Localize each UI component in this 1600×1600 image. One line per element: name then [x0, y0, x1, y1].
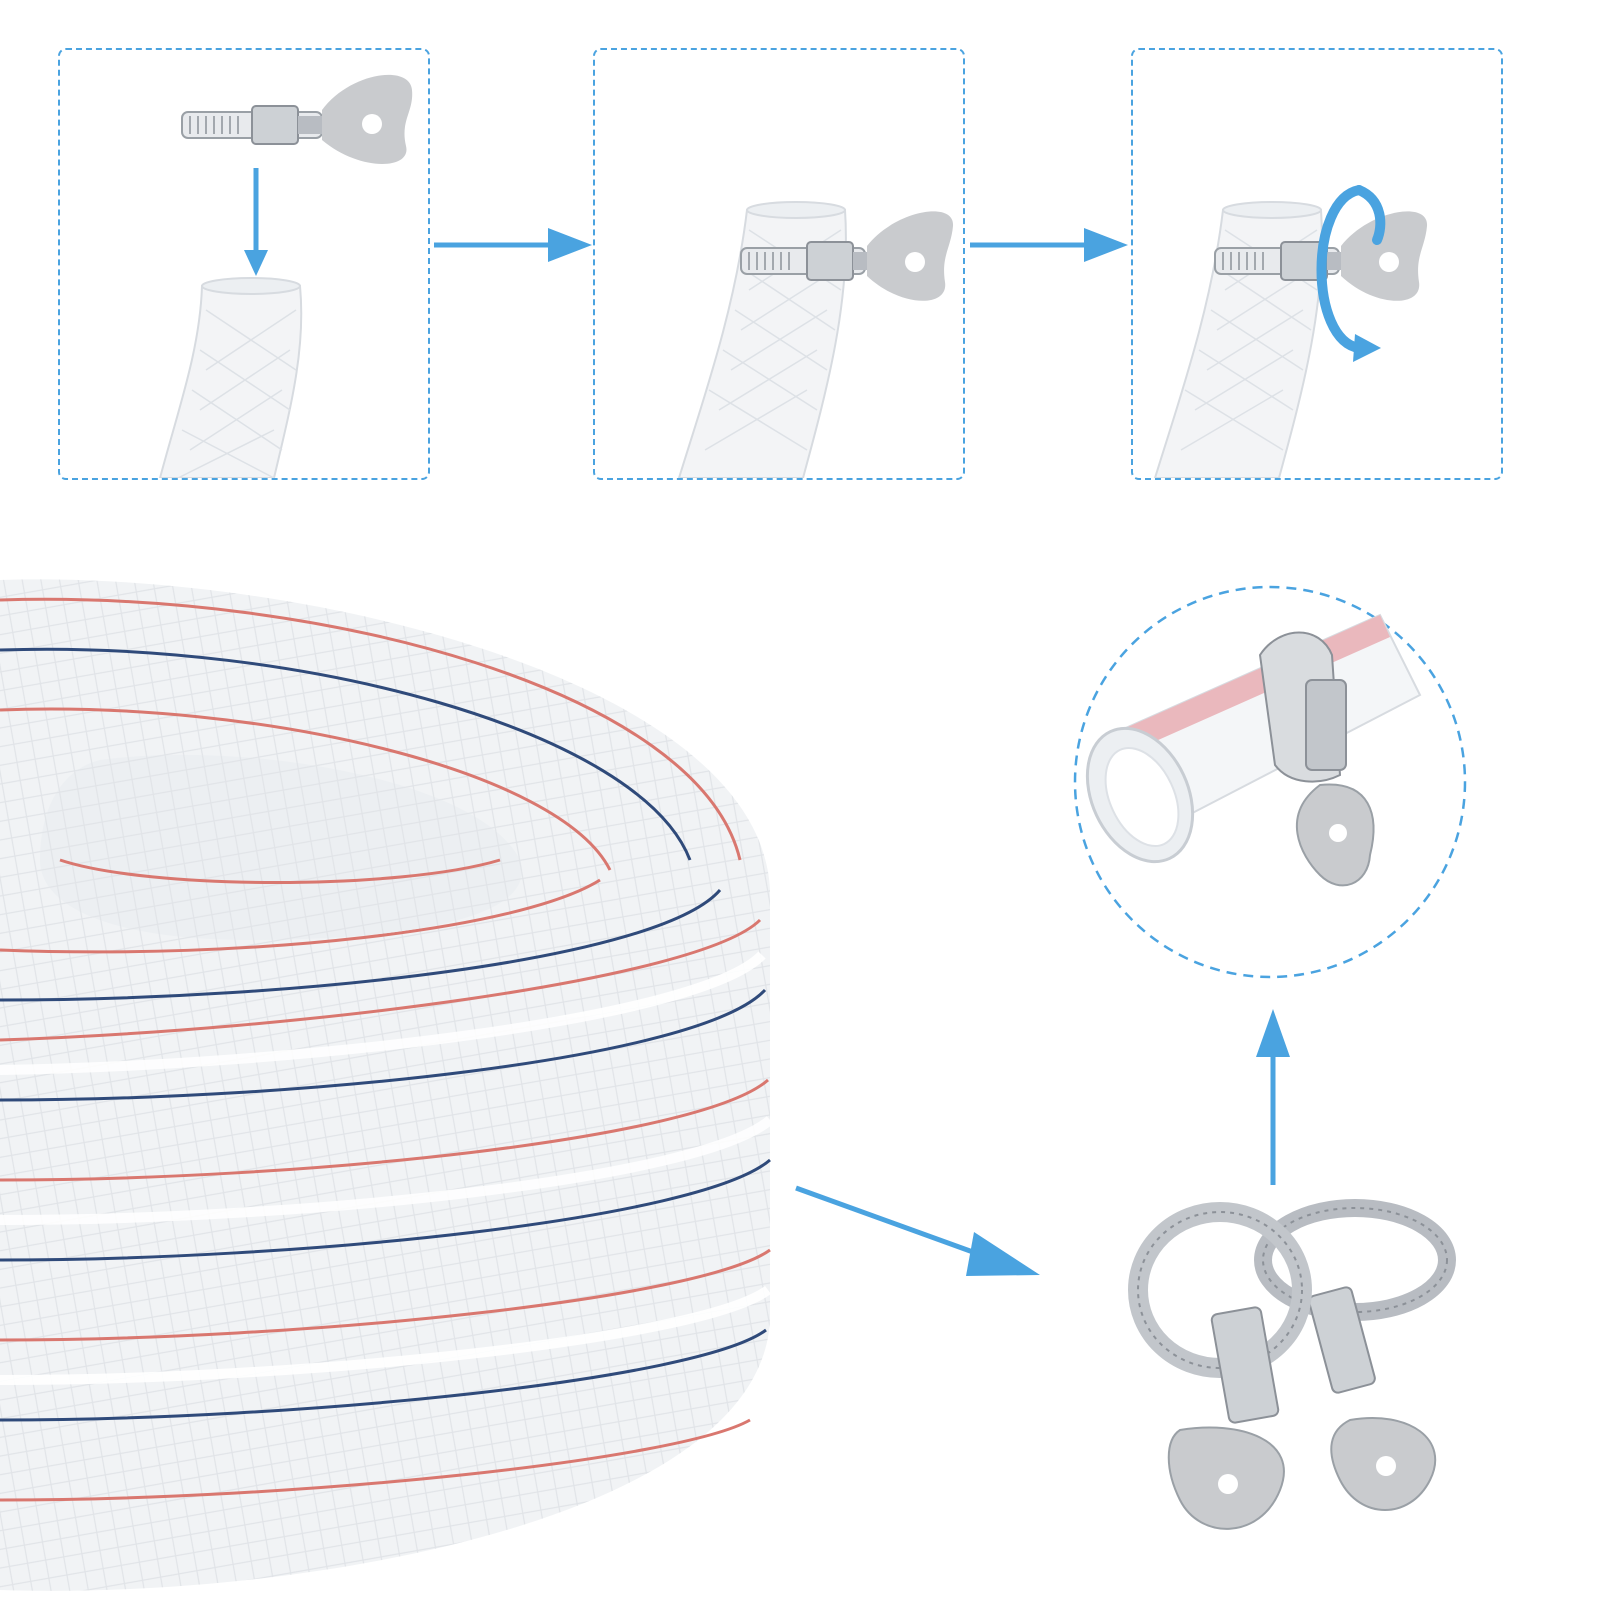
hose-clamp-icon [1258, 631, 1347, 783]
butterfly-key-icon [322, 74, 413, 165]
hose-coil [0, 560, 780, 1600]
butterfly-key-icon [867, 211, 954, 301]
hose-segment [158, 277, 303, 478]
hose-clamp-icon [1254, 1199, 1456, 1394]
butterfly-key-icon [1341, 211, 1428, 301]
hose-clamp-icon [1214, 241, 1343, 281]
hose-clamp-icon [181, 105, 323, 145]
step-3-illustration [1153, 185, 1428, 478]
hose-clamp-icon [740, 241, 869, 281]
rotate-icon [1316, 185, 1386, 362]
arrow-icon [795, 1185, 1040, 1276]
arrow-icon [244, 168, 268, 276]
hose-clamp-pair [1128, 1199, 1456, 1530]
hose-clamp-icon [1128, 1202, 1312, 1424]
step-2-illustration [677, 201, 954, 478]
arrow-icon [1256, 1009, 1290, 1185]
step-panel-3 [1131, 48, 1503, 480]
arrow-icon [434, 228, 592, 262]
arrow-icon [970, 228, 1128, 262]
detail-callout [1073, 585, 1467, 979]
butterfly-key-icon [1295, 783, 1375, 887]
step-panel-1 [58, 48, 430, 480]
butterfly-key-icon [1330, 1417, 1437, 1511]
step-1-illustration [158, 74, 413, 478]
step-panel-2 [593, 48, 965, 480]
butterfly-key-icon [1167, 1426, 1285, 1530]
